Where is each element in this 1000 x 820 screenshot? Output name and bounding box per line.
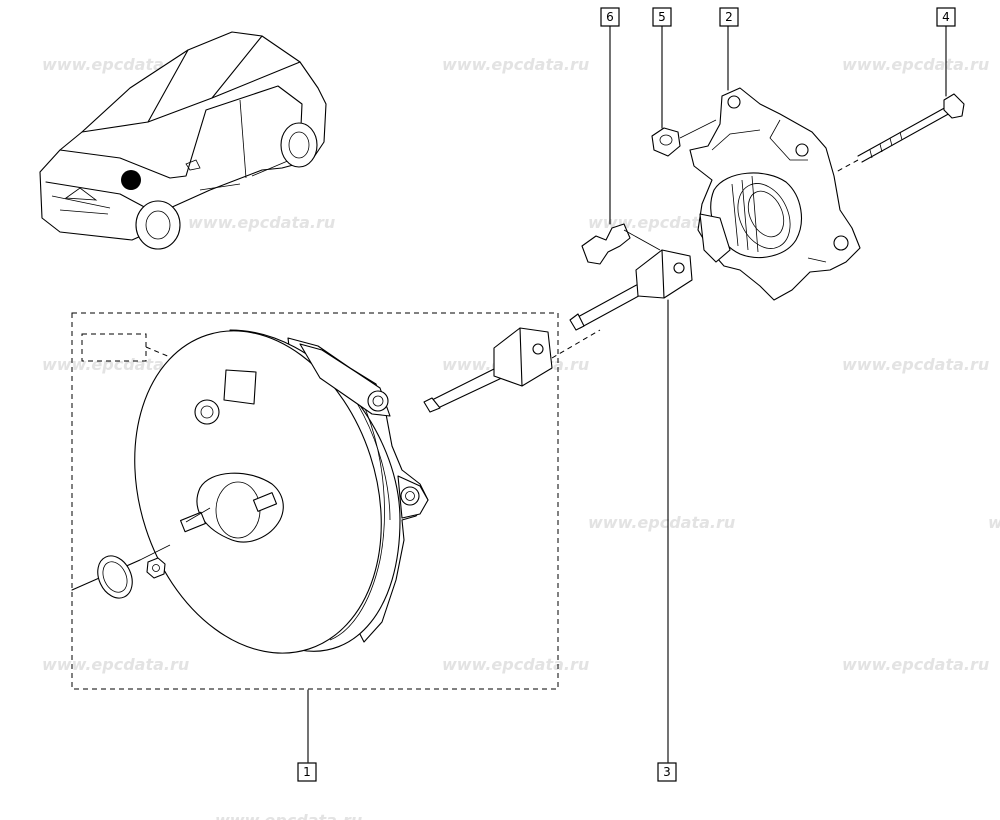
brake-booster bbox=[71, 329, 429, 654]
kit-nut bbox=[146, 557, 166, 579]
callout-label: 5 bbox=[658, 10, 666, 24]
watermark: www.epcdata.ru bbox=[588, 513, 735, 532]
callout-2: 2 bbox=[719, 7, 739, 27]
watermark: www.epcdata.ru bbox=[215, 811, 362, 820]
location-marker bbox=[121, 170, 141, 190]
flange-nut bbox=[651, 119, 717, 157]
callout-4: 4 bbox=[936, 7, 956, 27]
callout-label: 6 bbox=[606, 10, 614, 24]
pushrod-clevis bbox=[569, 249, 693, 331]
watermark: www.epcdata.ru bbox=[442, 655, 589, 674]
watermark: www.epcdata.ru bbox=[188, 213, 335, 232]
retaining-clip bbox=[581, 223, 661, 265]
watermark: www.epcdata.ru bbox=[842, 355, 989, 374]
booster-kit-outline bbox=[71, 312, 559, 690]
watermark: www.epcdata.ru bbox=[42, 655, 189, 674]
callout-label: 4 bbox=[942, 10, 950, 24]
callout-3: 3 bbox=[657, 762, 677, 782]
watermark: www.epcdata.ru bbox=[842, 655, 989, 674]
pedal-bracket bbox=[689, 87, 861, 301]
callout-6: 6 bbox=[600, 7, 620, 27]
callout-1: 1 bbox=[297, 762, 317, 782]
watermark: www.epcdata.ru bbox=[988, 513, 1000, 532]
watermark: www.epcdata.ru bbox=[42, 355, 189, 374]
callout-label: 1 bbox=[303, 765, 311, 779]
callout-label: 2 bbox=[725, 10, 733, 24]
callout-5: 5 bbox=[652, 7, 672, 27]
label-placeholder bbox=[81, 333, 147, 362]
watermark: www.epcdata.ru bbox=[42, 55, 189, 74]
watermark: www.epcdata.ru bbox=[442, 55, 589, 74]
booster-push-rod bbox=[423, 327, 601, 413]
callout-label: 3 bbox=[663, 765, 671, 779]
car-locator-icon bbox=[39, 31, 327, 250]
watermark: www.epcdata.ru bbox=[842, 55, 989, 74]
seal-ring bbox=[97, 555, 133, 599]
bracket-bolt bbox=[835, 93, 965, 173]
